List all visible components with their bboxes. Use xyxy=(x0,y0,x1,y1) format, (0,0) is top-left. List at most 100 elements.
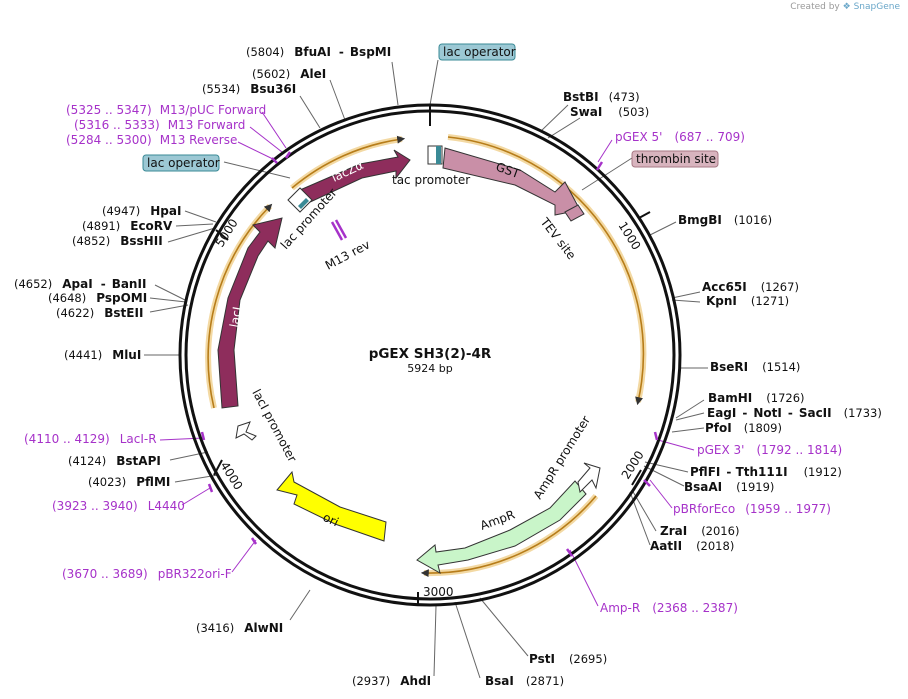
primer-mark-m13puc xyxy=(284,151,292,159)
watermark-brand: SnapGene xyxy=(853,2,900,12)
leader-line-ecorv xyxy=(175,223,214,227)
enzyme-label-bsaai: BsaAI(1919) xyxy=(684,480,774,494)
enzyme-label-zrai: ZraI(2016) xyxy=(660,524,739,538)
enzyme-label-hpai: (4947)HpaI xyxy=(102,204,181,218)
feature-lac-promoter-box xyxy=(287,187,313,213)
orf-arc-gst-core xyxy=(447,136,645,406)
primer-marks xyxy=(200,151,659,557)
feature-label-laci-promoter: lacI promoter xyxy=(249,387,299,465)
leader-lines xyxy=(144,61,708,679)
primer-label-m13rev: (5284 .. 5300)M13 Reverse xyxy=(66,133,237,147)
primer-mark-m13fwd xyxy=(271,157,278,164)
orf-arcs xyxy=(205,134,647,578)
tick-4000 xyxy=(213,459,223,476)
primer-leader-pbrforeco xyxy=(649,479,673,509)
leader-line-lac-operator-top xyxy=(429,59,439,106)
enzyme-label-bsteii: (4622)BstEII xyxy=(56,306,143,320)
primer-mark-m13rev-1 xyxy=(330,221,344,241)
enzyme-label-pspomi: (4648)PspOMI xyxy=(48,291,147,305)
primer-leader-m13fwd xyxy=(249,126,283,153)
leader-line-bsshii xyxy=(167,227,216,243)
leader-line-ahdi xyxy=(433,605,437,677)
leader-line-bmgbi xyxy=(649,221,677,236)
leader-line-swai xyxy=(547,117,581,139)
thrombin-site-badge xyxy=(631,150,719,168)
primer-label-m13fwd: (5316 .. 5333)M13 Forward xyxy=(74,118,245,132)
primer-label-laci: (4110 .. 4129)LacI-R xyxy=(24,432,157,446)
leader-line-alwni xyxy=(289,589,311,621)
primer-leader-m13rev xyxy=(237,141,276,161)
enzyme-label-eagi: EagI-NotI-SacII(1733) xyxy=(707,406,882,420)
feature-lac-operator-left-box xyxy=(298,198,309,209)
leader-line-pflfi xyxy=(644,461,689,473)
feature-label-tev-site: TEV site xyxy=(537,214,579,262)
leader-line-bstbi xyxy=(539,104,569,133)
watermark-prefix: Created by xyxy=(790,2,840,12)
tick-label-4000: 4000 xyxy=(217,459,245,492)
enzyme-label-bstbi: BstBI(473) xyxy=(563,90,640,104)
leader-line-acc65i xyxy=(671,291,701,299)
leader-line-lac-operator-left xyxy=(223,161,291,179)
enzyme-label-bsshii: (4852)BssHII xyxy=(72,234,163,248)
feature-label-m13-rev: M13 rev xyxy=(323,237,372,272)
primer-label-pgex5: pGEX 5'(687 .. 709) xyxy=(615,130,745,144)
enzyme-label-kpni: KpnI(1271) xyxy=(706,294,789,308)
features xyxy=(217,145,601,575)
primer-leader-l4440 xyxy=(181,487,211,506)
leader-line-eagi xyxy=(675,412,705,421)
primer-label-l4440: (3923 .. 3940)L4440 xyxy=(52,499,185,513)
enzyme-label-bmgbi: BmgBI(1016) xyxy=(678,213,772,227)
lac-operator-left-label: lac operator xyxy=(142,154,220,172)
enzyme-label-pflfi: PflFI-Tth111I(1912) xyxy=(690,465,842,479)
leader-line-pfoi xyxy=(671,427,705,433)
lac-operator-left-text: lac operator xyxy=(147,156,220,170)
leader-line-bfuai xyxy=(391,61,399,106)
lac-operator-top-text: lac operator xyxy=(443,45,516,59)
enzyme-label-mlui: (4441)MluI xyxy=(64,348,141,362)
enzyme-label-pfoi: PfoI(1809) xyxy=(705,421,782,435)
tick-label-1000: 1000 xyxy=(615,219,643,252)
feature-lacza xyxy=(299,149,411,205)
enzyme-label-ecorv: (4891)EcoRV xyxy=(82,219,173,233)
enzyme-label-acc65i: Acc65I(1267) xyxy=(702,280,799,294)
primer-mark-pbrforeco xyxy=(643,479,651,487)
feature-ampr xyxy=(416,480,587,575)
leader-line-bsu36i xyxy=(299,95,321,129)
tick-2000 xyxy=(631,469,642,486)
coordinate-ticks xyxy=(213,211,651,606)
enzyme-label-bsu36i: (5534)Bsu36I xyxy=(202,82,296,96)
enzyme-label-swai: SwaI(503) xyxy=(570,105,649,119)
primer-leader-lines xyxy=(159,111,695,607)
primer-mark-laci xyxy=(200,431,206,441)
feature-lac-operator-top-box xyxy=(436,146,441,164)
primer-mark-pgex3 xyxy=(653,431,659,441)
enzyme-label-pflmi: (4023)PflMI xyxy=(88,475,170,489)
tick-5000 xyxy=(215,229,229,241)
lac-operator-top-label: lac operator xyxy=(438,43,516,61)
leader-line-psti xyxy=(479,597,529,657)
primer-leader-laci xyxy=(159,437,205,441)
tick-1000 xyxy=(638,211,651,219)
enzyme-label-psti: PstI(2695) xyxy=(529,652,607,666)
primer-mark-l4440 xyxy=(207,483,214,493)
primer-mark-pgex5 xyxy=(595,161,604,171)
enzyme-label-bstapi: (4124)BstAPI xyxy=(68,454,161,468)
enzyme-label-ahdi: (2937)AhdI xyxy=(352,674,431,688)
enzyme-label-apai: (4652)ApaI-BanII xyxy=(14,277,146,291)
primer-label-pbr322ori: (3670 .. 3689)pBR322ori-F xyxy=(62,567,232,581)
leader-line-hpai xyxy=(184,210,217,223)
leader-line-bsaai xyxy=(643,465,685,487)
primer-label-m13puc: (5325 .. 5347)M13/pUC Forward xyxy=(66,103,266,117)
enzyme-label-bfuai: (5804)BfuAI-BspMI xyxy=(246,45,391,59)
enzyme-label-bsai: BsaI(2871) xyxy=(485,674,564,688)
lac-operator-top-badge xyxy=(438,43,516,61)
orf-arc-ampr-core xyxy=(420,495,597,578)
enzyme-label-bamhi: BamHI(1726) xyxy=(708,391,805,405)
enzyme-label-bseri: BseRI(1514) xyxy=(710,360,800,374)
orf-arc-lacza-core xyxy=(291,135,406,189)
primer-mark-ampr xyxy=(565,548,574,557)
thrombin-site-text: thrombin site xyxy=(636,152,716,166)
feature-label-tac-promoter: tac promoter xyxy=(392,173,470,187)
orf-arc-gst xyxy=(447,134,647,403)
